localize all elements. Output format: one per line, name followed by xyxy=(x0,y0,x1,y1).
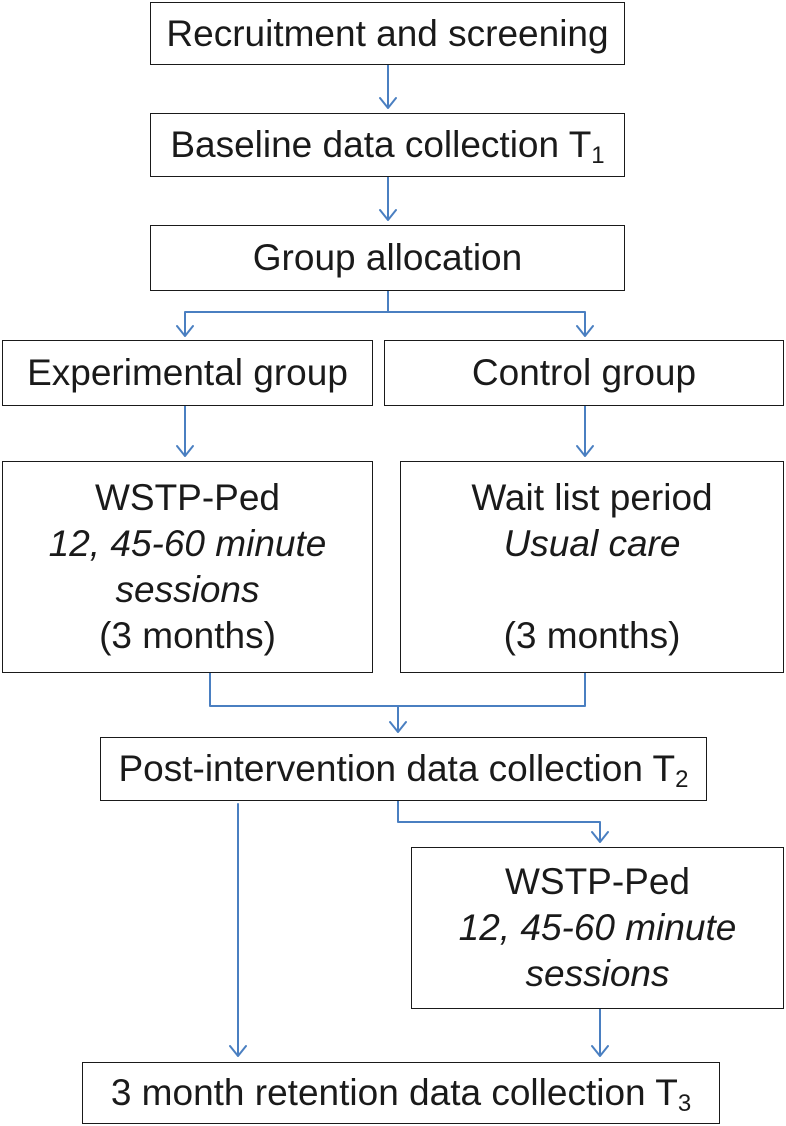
allocation-label: Group allocation xyxy=(252,237,523,278)
waitlist-duration: (3 months) xyxy=(503,615,681,656)
wstp2-detail-line1: 12, 45-60 minute xyxy=(458,907,737,948)
connector-recruitment-to-baseline xyxy=(379,63,397,109)
recruitment-box: Recruitment and screening xyxy=(150,2,625,65)
connector-wstp-to-retention xyxy=(591,1008,609,1057)
wstp2-title: WSTP-Ped xyxy=(504,861,691,902)
experimental-group-box: Experimental group xyxy=(2,340,373,406)
wstp-ped-waitlist-box: WSTP-Ped 12, 45-60 minute sessions xyxy=(411,847,784,1009)
connector-post-to-retention xyxy=(229,803,247,1057)
waitlist-detail: Usual care xyxy=(503,523,681,564)
connector-control-to-waitlist xyxy=(576,405,594,457)
retention-box: 3 month retention data collection T3 xyxy=(82,1062,720,1124)
wstp-detail-line1: 12, 45-60 minute xyxy=(48,523,327,564)
wstp-title: WSTP-Ped xyxy=(94,477,281,518)
recruitment-label: Recruitment and screening xyxy=(166,12,609,54)
wstp-ped-intervention-box: WSTP-Ped 12, 45-60 minute sessions (3 mo… xyxy=(2,461,373,673)
control-group-box: Control group xyxy=(384,340,784,406)
retention-subscript: 3 xyxy=(677,1090,692,1117)
wait-list-box: Wait list period Usual care (3 months) xyxy=(400,461,784,673)
connector-post-to-wstp xyxy=(397,798,609,843)
retention-label: 3 month retention data collection T xyxy=(110,1072,678,1113)
wstp-duration: (3 months) xyxy=(99,615,276,656)
wstp-detail-line2: sessions xyxy=(115,569,260,610)
waitlist-title: Wait list period xyxy=(471,477,713,518)
post-intervention-subscript: 2 xyxy=(675,766,689,793)
wstp2-detail-line2: sessions xyxy=(525,953,670,994)
allocation-box: Group allocation xyxy=(150,225,625,291)
connector-allocation-split xyxy=(176,290,594,337)
post-intervention-label: Post-intervention data collection T xyxy=(118,748,676,789)
connector-merge-to-post xyxy=(209,672,586,733)
connector-experimental-to-wstp xyxy=(176,405,194,457)
baseline-subscript: 1 xyxy=(591,142,605,169)
baseline-label: Baseline data collection T xyxy=(170,124,592,165)
experimental-group-label: Experimental group xyxy=(27,352,348,393)
control-group-label: Control group xyxy=(471,352,697,393)
connector-baseline-to-allocation xyxy=(379,176,397,221)
post-intervention-box: Post-intervention data collection T2 xyxy=(100,737,707,801)
baseline-box: Baseline data collection T1 xyxy=(150,113,625,177)
